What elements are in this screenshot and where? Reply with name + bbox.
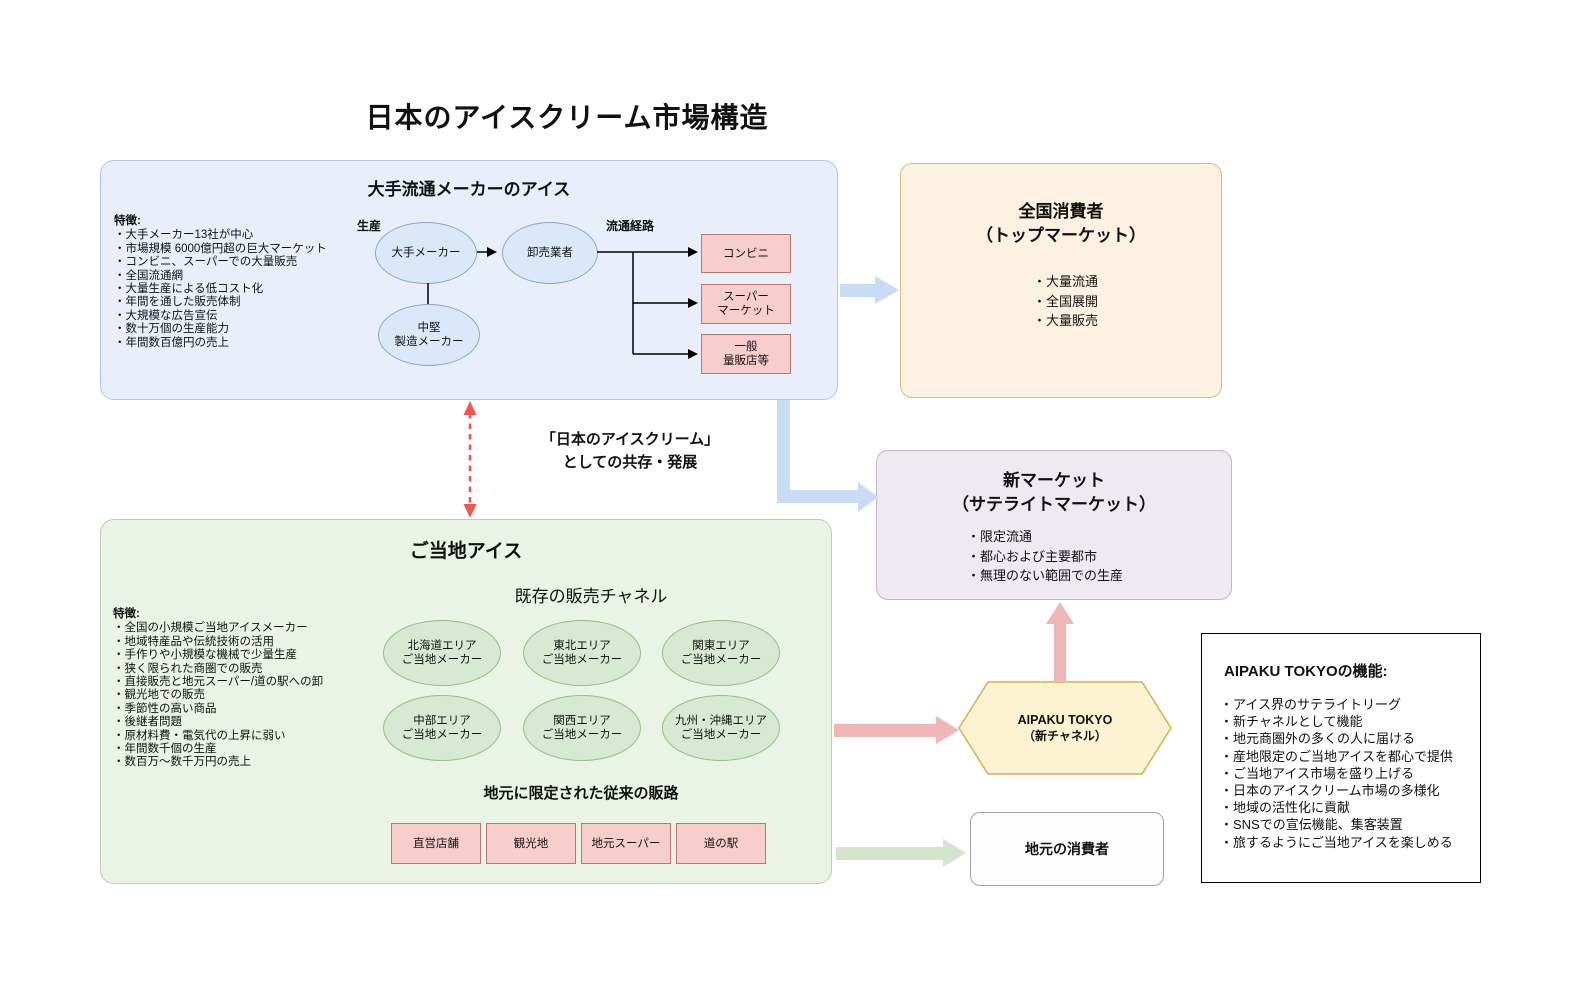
hexagon-shape <box>958 681 1172 775</box>
region-tohoku: 東北エリア ご当地メーカー <box>523 620 641 686</box>
features-label: 特徴: <box>114 215 141 227</box>
production-label: 生産 <box>357 219 382 233</box>
arrow-local-to-consumers <box>836 839 966 867</box>
hexagon-subtitle: （新チャネル） <box>1023 729 1107 743</box>
major-makers-title: 大手流通メーカーのアイス <box>367 180 571 199</box>
list-item: ・新チャネルとして機能 <box>1220 714 1363 730</box>
list-item: ・地元商圏外の多くの人に届ける <box>1220 731 1416 747</box>
list-item: ・全国展開 <box>1033 293 1099 309</box>
list-item: ・年間数百億円の売上 <box>114 336 229 349</box>
coexistence-note: 「日本のアイスクリーム」 としての共存・発展 <box>520 428 740 474</box>
new-market-title-line1: 新マーケット <box>1003 471 1105 490</box>
list-item: ・地域特産品や伝統技術の活用 <box>113 635 274 648</box>
local-features-block: 特徴: ・全国の小規模ご当地アイスメーカー・地域特産品や伝統技術の活用・手作りや… <box>113 608 323 770</box>
traditional-direct-store: 直営店舗 <box>391 823 481 864</box>
region-hokkaido: 北海道エリア ご当地メーカー <box>383 620 501 686</box>
list-item: ・地域の活性化に貢献 <box>1220 800 1351 816</box>
list-item: ・狭く限られた商圏での販売 <box>113 662 263 675</box>
arrow-local-to-aipaku <box>834 716 959 744</box>
list-item: ・日本のアイスクリーム市場の多様化 <box>1220 783 1440 799</box>
list-item: ・産地限定のご当地アイスを都心で提供 <box>1220 748 1453 764</box>
list-item: ・旅するようにご当地アイスを楽しめる <box>1220 834 1453 850</box>
list-item: ・直接販売と地元スーパー/道の駅への卸 <box>113 676 324 689</box>
channel-convenience-store: コンビニ <box>701 234 791 273</box>
arrow-aipaku-to-newmarket <box>1046 602 1074 682</box>
node-mid-maker: 中堅 製造メーカー <box>378 304 480 366</box>
list-item: ・手作りや小規模な機械で少量生産 <box>113 649 297 662</box>
node-wholesaler: 卸売業者 <box>502 222 598 284</box>
arrow-major-to-newmarket <box>777 400 878 512</box>
national-title-line1: 全国消費者 <box>1018 202 1104 221</box>
list-item: ・季節性の高い商品 <box>113 702 217 715</box>
aipaku-functions-panel: AIPAKU TOKYOの機能: ・アイス界のサテライトリーグ・新チャネルとして… <box>1201 633 1481 883</box>
features-label: 特徴: <box>113 608 140 620</box>
list-item: ・大量流通 <box>1033 274 1099 289</box>
local-consumers-box: 地元の消費者 <box>970 812 1164 886</box>
local-ice-panel: ご当地アイス 特徴: ・全国の小規模ご当地アイスメーカー・地域特産品や伝統技術の… <box>100 519 832 884</box>
region-kanto: 関東エリア ご当地メーカー <box>662 620 780 686</box>
local-consumers-label: 地元の消費者 <box>1025 841 1109 857</box>
local-ice-title: ご当地アイス <box>409 541 523 562</box>
list-item: ・アイス界のサテライトリーグ <box>1220 697 1401 712</box>
traditional-channels-label: 地元に限定された従来の販路 <box>483 785 679 802</box>
channel-supermarket: スーパー マーケット <box>701 284 791 324</box>
list-item: ・後継者問題 <box>113 716 182 729</box>
region-kyushu-okinawa: 九州・沖縄エリア ご当地メーカー <box>662 695 780 761</box>
traditional-michinoeki: 道の駅 <box>676 823 766 864</box>
node-major-maker: 大手メーカー <box>375 222 477 284</box>
major-features-list: ・大手メーカー13社が中心・市場規模 6000億円超の巨大マーケット・コンビニ、… <box>114 229 327 350</box>
list-item: ・大量販売 <box>1033 313 1099 328</box>
region-kansai: 関西エリア ご当地メーカー <box>523 695 641 761</box>
new-market-panel: 新マーケット （サテライトマーケット） ・限定流通・都心および主要都市・無理のな… <box>876 450 1232 600</box>
functions-list: ・アイス界のサテライトリーグ・新チャネルとして機能・地元商圏外の多くの人に届ける… <box>1220 696 1453 851</box>
coexistence-line1: 「日本のアイスクリーム」 <box>540 431 720 448</box>
major-makers-panel: 大手流通メーカーのアイス 特徴: ・大手メーカー13社が中心・市場規模 6000… <box>100 160 838 400</box>
list-item: ・観光地での販売 <box>113 689 205 702</box>
coexistence-line2: としての共存・発展 <box>562 454 698 471</box>
list-item: ・数百万～数千万円の売上 <box>113 756 251 769</box>
traditional-tourist-spot: 観光地 <box>486 823 576 864</box>
local-features-list: ・全国の小規模ご当地アイスメーカー・地域特産品や伝統技術の活用・手作りや小規模な… <box>113 622 323 769</box>
national-items-list: ・大量流通・全国展開・大量販売 <box>1033 272 1098 331</box>
arrow-major-to-national <box>840 276 899 304</box>
list-item: ・全国の小規模ご当地アイスメーカー <box>113 622 308 635</box>
list-item: ・原材料費・電気代の上昇に弱い <box>113 729 286 742</box>
list-item: ・大量生産による低コスト化 <box>114 283 264 296</box>
list-item: ・ご当地アイス市場を盛り上げる <box>1220 765 1414 781</box>
list-item: ・コンビニ、スーパーでの大量販売 <box>114 256 298 269</box>
list-item: ・年間を通した販売体制 <box>114 296 241 309</box>
list-item: ・数十万個の生産能力 <box>114 323 229 336</box>
arrow-coexistence <box>463 401 477 518</box>
list-item: ・無理のない範囲での生産 <box>967 568 1124 583</box>
list-item: ・大手メーカー13社が中心 <box>114 229 254 242</box>
distribution-label: 流通経路 <box>606 219 655 233</box>
major-features-block: 特徴: ・大手メーカー13社が中心・市場規模 6000億円超の巨大マーケット・コ… <box>114 215 327 350</box>
national-consumers-panel: 全国消費者 （トップマーケット） ・大量流通・全国展開・大量販売 <box>900 163 1222 398</box>
new-market-title-line2: （サテライトマーケット） <box>952 495 1156 514</box>
national-title-line2: （トップマーケット） <box>976 226 1146 245</box>
aipaku-tokyo-hexagon: AIPAKU TOKYO （新チャネル） <box>958 681 1172 775</box>
list-item: ・SNSでの宣伝機能、集客装置 <box>1220 817 1403 833</box>
existing-channels-label: 既存の販売チャネル <box>514 587 668 606</box>
list-item: ・全国流通網 <box>114 269 183 282</box>
list-item: ・都心および主要都市 <box>967 548 1098 564</box>
hexagon-title: AIPAKU TOKYO <box>1017 713 1113 727</box>
list-item: ・大規模な広告宣伝 <box>114 309 218 322</box>
traditional-local-super: 地元スーパー <box>581 823 671 864</box>
page-title: 日本のアイスクリーム市場構造 <box>365 102 769 133</box>
list-item: ・年間数千個の生産 <box>113 743 217 756</box>
region-chubu: 中部エリア ご当地メーカー <box>383 695 501 761</box>
list-item: ・市場規模 6000億円超の巨大マーケット <box>114 242 327 255</box>
channel-mass-retailer: 一般 量販店等 <box>701 334 791 374</box>
functions-title: AIPAKU TOKYOの機能: <box>1224 663 1388 680</box>
new-market-items-list: ・限定流通・都心および主要都市・無理のない範囲での生産 <box>967 527 1123 586</box>
list-item: ・限定流通 <box>967 529 1033 544</box>
